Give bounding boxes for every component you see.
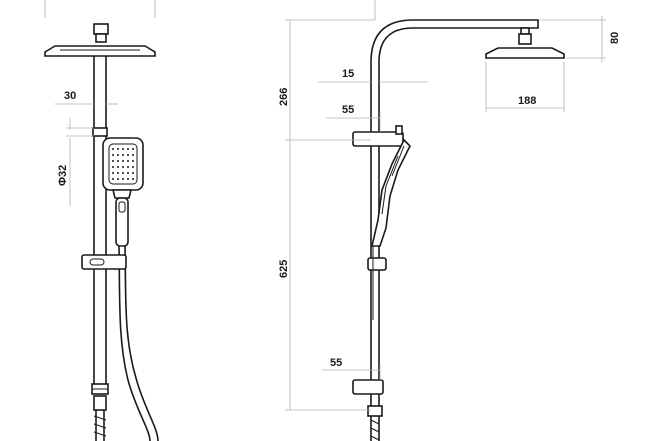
front-slider-bracket xyxy=(81,254,127,270)
dimension-55-bottom-label: 55 xyxy=(330,357,342,369)
dimension-55-top-label: 55 xyxy=(342,104,354,116)
side-hand-shower xyxy=(370,138,411,247)
dimension-188-label: 188 xyxy=(518,95,536,107)
dimension-80: 80 xyxy=(540,16,621,62)
dimension-30: 30 xyxy=(55,90,118,105)
side-lower-bracket xyxy=(352,379,384,395)
dimension-30-label: 30 xyxy=(64,90,76,102)
side-slider-clip xyxy=(367,257,387,271)
dimension-625: 625 xyxy=(278,140,371,411)
dimension-625-label: 625 xyxy=(278,260,290,278)
dimension-266-label: 266 xyxy=(278,88,290,106)
side-upper-bracket xyxy=(352,125,404,147)
front-bottom-fittings xyxy=(91,383,109,441)
front-riser-pipe xyxy=(93,56,107,392)
side-view: 266 15 55 625 55 xyxy=(278,0,621,441)
front-view: 30 Φ32 xyxy=(44,0,159,441)
front-upper-bracket xyxy=(92,127,108,137)
dimension-188: 188 xyxy=(485,62,565,112)
dimension-phi32: Φ32 xyxy=(57,118,94,206)
dimension-55-top: 55 xyxy=(326,104,381,132)
dimension-55-bottom: 55 xyxy=(322,357,381,380)
dimension-266: 266 xyxy=(278,20,371,141)
dimension-15: 15 xyxy=(318,68,428,83)
side-shower-head xyxy=(485,27,565,59)
side-bottom-fittings xyxy=(367,405,383,441)
front-hand-shower xyxy=(102,137,144,247)
dimension-80-label: 80 xyxy=(609,32,621,44)
front-hose xyxy=(118,245,159,441)
side-riser-pipe xyxy=(370,19,539,441)
front-shower-head xyxy=(44,23,156,57)
dimension-phi32-label: Φ32 xyxy=(57,165,69,186)
dimension-15-label: 15 xyxy=(342,68,354,80)
